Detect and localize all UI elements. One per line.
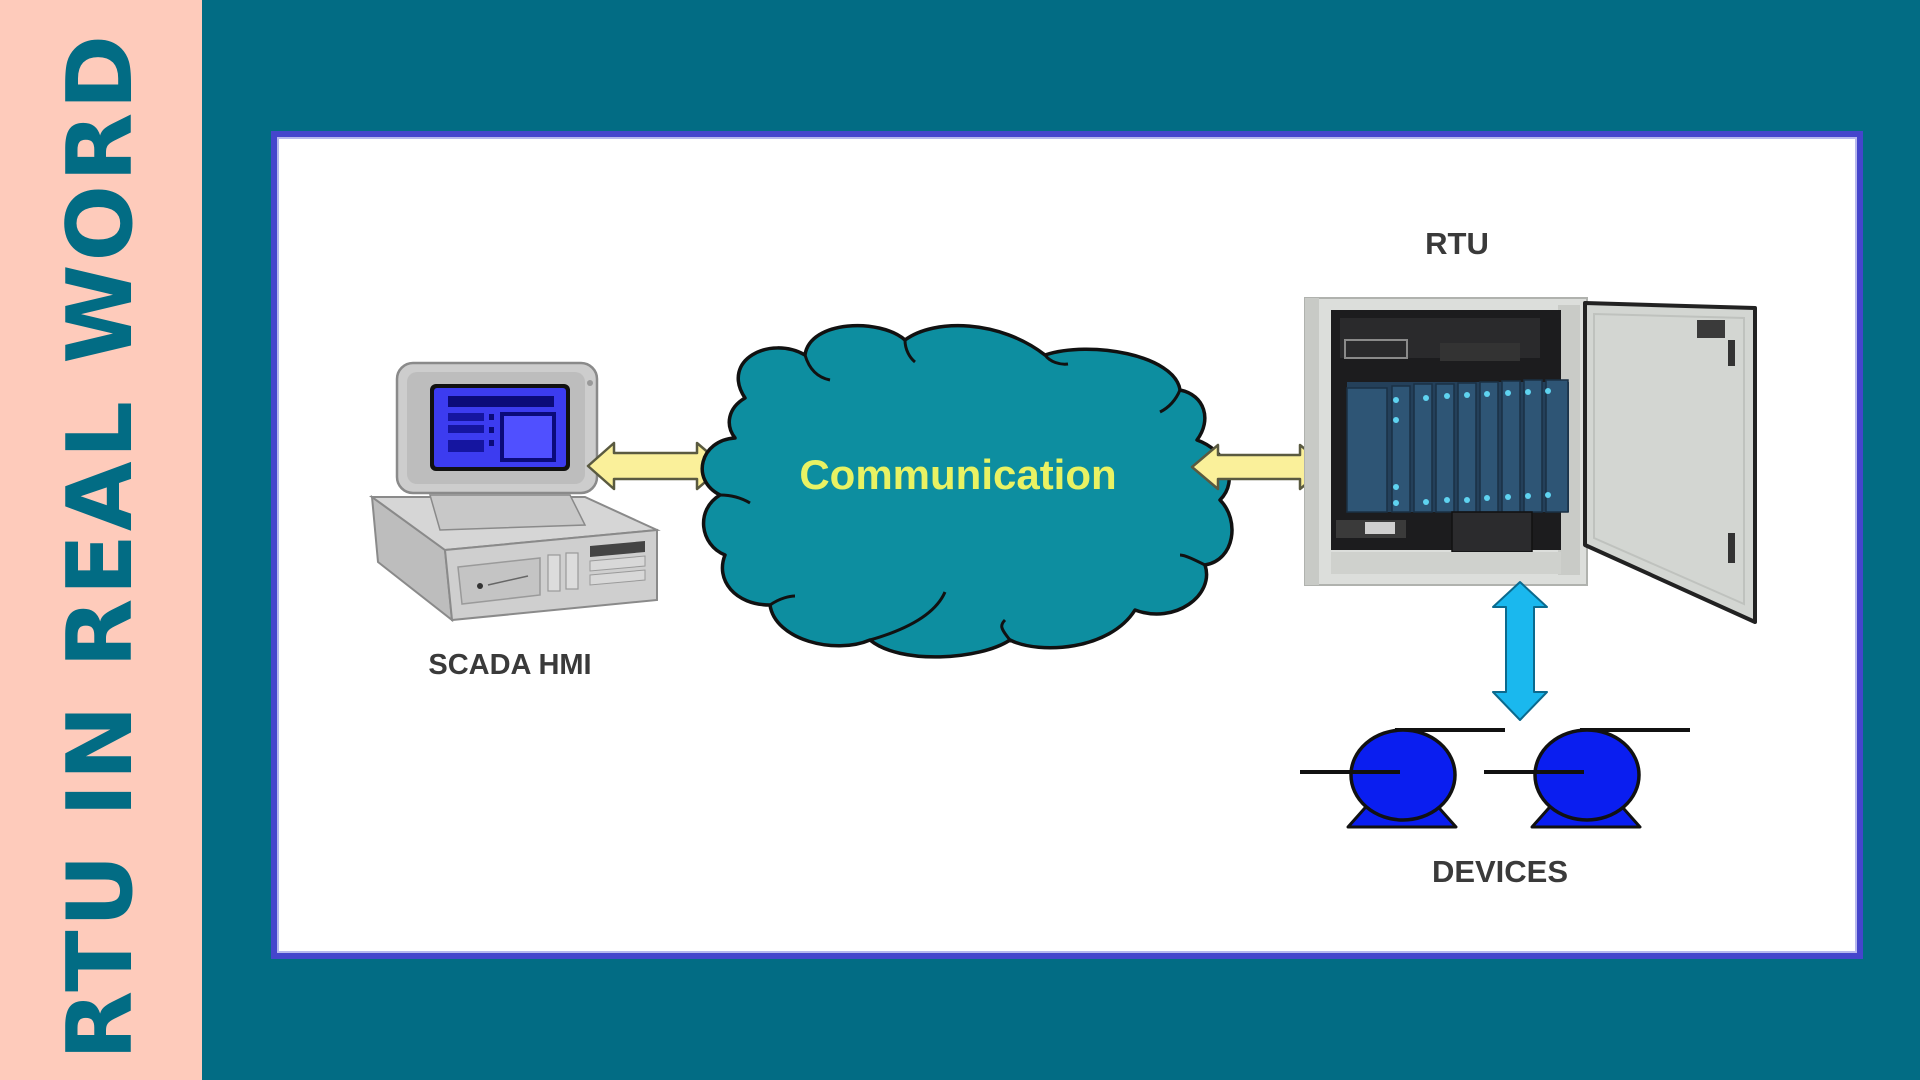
vertical-double-arrow-icon [1492, 581, 1548, 721]
communication-label: Communication [799, 451, 1116, 498]
cloud-icon [700, 323, 1234, 659]
pump-icon [1484, 728, 1690, 829]
sidebar: RTU IN REAL WORD [0, 0, 202, 1080]
devices-label: DEVICES [1432, 854, 1568, 889]
desktop-computer-icon [368, 361, 661, 623]
rtu-cabinet-icon [1304, 297, 1757, 624]
hmi-label: SCADA HMI [428, 649, 591, 681]
rtu-label: RTU [1425, 226, 1489, 261]
pump-icon [1300, 728, 1505, 829]
